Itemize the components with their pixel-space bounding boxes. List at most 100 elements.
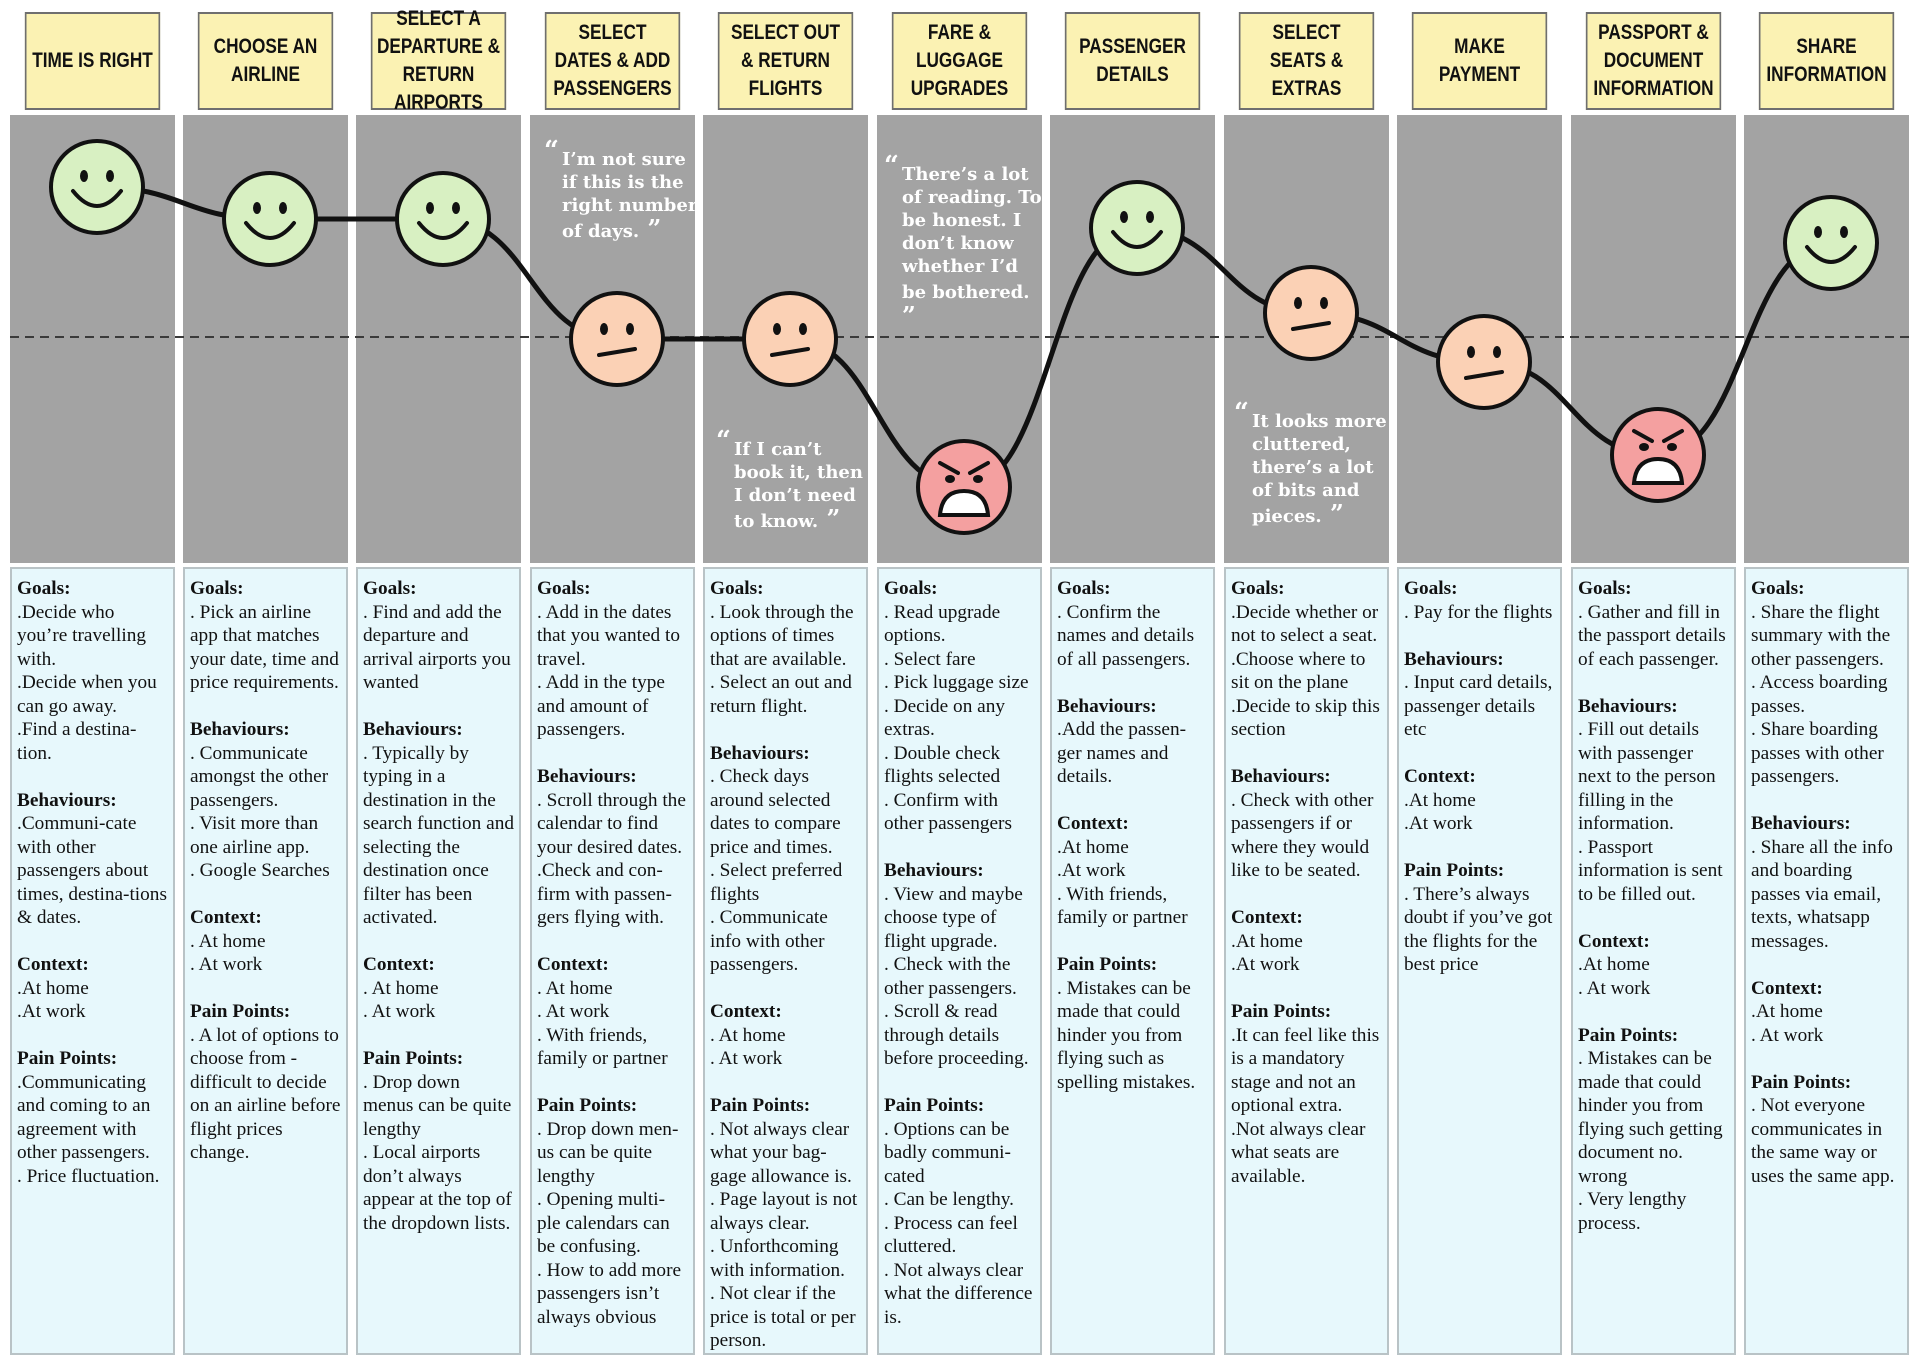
- bullet-item: .At work: [1404, 813, 1473, 834]
- pain-section: Pain Points:. Not always clear what your…: [710, 1094, 861, 1353]
- happy-face-icon: [1783, 195, 1879, 291]
- close-quote-icon: ”: [818, 504, 841, 533]
- bullet-item: . Decide on any extras.: [884, 695, 1005, 741]
- bullet-item: . Price fluctuation.: [17, 1165, 160, 1187]
- stage-card: Goals:. Confirm the names and details of…: [1050, 567, 1215, 1355]
- open-quote-icon: “: [544, 136, 559, 166]
- bullet-item: .At home: [1057, 836, 1129, 858]
- neutral-face-icon: [742, 291, 838, 387]
- bullet-item: .Choose where to sit on the plane: [1231, 648, 1366, 694]
- section-title: Goals:: [17, 578, 71, 599]
- section-title: Behaviours:: [363, 719, 463, 740]
- section-title: Goals:: [1578, 578, 1632, 599]
- bullet-item: . Select preferred flights: [710, 860, 843, 905]
- bullet-item: . Double check flights selected: [884, 742, 1001, 788]
- bullet-item: . Select fare: [884, 648, 976, 670]
- happy-face-icon: [49, 139, 145, 235]
- bullet-item: . Passport information is sent to be fil…: [1578, 836, 1723, 905]
- stage-title: SELECT DATES & ADD PASSENGERS: [553, 21, 672, 100]
- stage-header: TIME IS RIGHT: [24, 12, 161, 110]
- goals-section: Goals:. Find and add the departure and a…: [363, 577, 514, 695]
- section-title: Behaviours:: [1578, 695, 1678, 717]
- pain-section: Pain Points:. A lot of options to choose…: [190, 1000, 341, 1165]
- section-title: Pain Points:: [1057, 954, 1158, 975]
- goals-section: Goals:. Pick an airline app that matches…: [190, 577, 341, 695]
- bullet-item: .Check and con-firm with passen-gers fly…: [537, 860, 672, 928]
- user-quote: I’m not sure if this is the right number…: [562, 149, 698, 243]
- bullet-item: .Decide who you’re travelling with.: [17, 601, 147, 670]
- bullet-item: . At work: [1751, 1024, 1824, 1046]
- section-title: Goals:: [190, 578, 244, 599]
- bullet-item: . At home: [537, 977, 613, 999]
- neutral-face-icon: [1436, 314, 1532, 410]
- pain-section: Pain Points:. Drop down men-us can be qu…: [537, 1094, 688, 1329]
- section-title: Goals:: [884, 578, 938, 599]
- bullet-item: . Very lengthy process.: [1578, 1189, 1687, 1234]
- goals-section: Goals:.Decide who you’re travelling with…: [17, 577, 168, 765]
- close-quote-icon: ”: [1321, 499, 1344, 528]
- section-title: Pain Points:: [17, 1048, 118, 1069]
- stage-card: Goals:. Add in the dates that you wanted…: [530, 567, 695, 1355]
- user-quote: If I can’t book it, then I don’t need to…: [734, 439, 863, 533]
- stage-header: PASSENGER DETAILS: [1064, 12, 1201, 110]
- bullet-item: . There’s always doubt if you’ve got the…: [1404, 883, 1553, 976]
- bullet-item: . How to add more passengers isn’t alway…: [537, 1259, 682, 1328]
- bullet-item: . At home: [190, 930, 266, 952]
- bullet-item: . Options can be badly communi-cated: [884, 1118, 1011, 1187]
- angry-face-icon: [1610, 407, 1706, 503]
- stage-card: Goals:.Decide who you’re travelling with…: [10, 567, 175, 1355]
- goals-section: Goals:. Gather and fill in the passport …: [1578, 577, 1729, 671]
- bullet-item: . Not everyone communicates in the same …: [1751, 1095, 1895, 1187]
- bullet-item: . At work: [537, 1001, 610, 1022]
- bullet-item: . Pick an airline app that matches your …: [190, 601, 339, 694]
- bullet-item: . Process can feel cluttered.: [884, 1212, 1018, 1258]
- pain-section: Pain Points:. Mistakes can be made that …: [1057, 953, 1208, 1094]
- stage-card: Goals:. Find and add the departure and a…: [356, 567, 521, 1355]
- bullet-item: . Input card details, passenger details …: [1404, 672, 1553, 740]
- happy-face-icon: [395, 171, 491, 267]
- context-section: Context:. At home. At work: [363, 953, 514, 1024]
- bullet-item: .At work: [1057, 860, 1126, 881]
- section-title: Pain Points:: [1578, 1024, 1679, 1046]
- bullet-item: . Page layout is not always clear.: [710, 1189, 858, 1234]
- behaviours-section: Behaviours:.Communi-cate with other pass…: [17, 789, 168, 930]
- pain-section: Pain Points:. There’s always doubt if yo…: [1404, 859, 1555, 977]
- section-title: Goals:: [1231, 578, 1285, 599]
- bullet-item: . Typically by typing in a destination i…: [363, 742, 514, 929]
- bullet-item: . Gather and fill in the passport detail…: [1578, 601, 1726, 670]
- behaviours-section: Behaviours:. Check with other passengers…: [1231, 765, 1382, 883]
- bullet-item: . Pick luggage size: [884, 672, 1029, 693]
- stage-header: FARE & LUGGAGE UPGRADES: [891, 12, 1028, 110]
- open-quote-icon: “: [716, 426, 731, 456]
- stage-title: MAKE PAYMENT: [1438, 35, 1521, 86]
- bullet-item: . At home: [710, 1024, 786, 1046]
- behaviours-section: Behaviours:.Add the passen-ger names and…: [1057, 695, 1208, 789]
- section-title: Goals:: [363, 578, 417, 599]
- behaviours-section: Behaviours:. Scroll through the calendar…: [537, 765, 688, 930]
- bullet-item: . Check with the other passengers.: [884, 954, 1017, 999]
- bullet-item: . Scroll & read through details before p…: [884, 1001, 1029, 1069]
- user-quote: It looks more cluttered, there’s a lot o…: [1252, 411, 1387, 528]
- behaviours-section: Behaviours:. Share all the info and boar…: [1751, 812, 1902, 953]
- section-title: Behaviours:: [537, 766, 637, 787]
- stage-header: SELECT OUT & RETURN FLIGHTS: [717, 12, 854, 110]
- section-title: Context:: [1578, 930, 1650, 952]
- section-title: Context:: [1057, 813, 1129, 834]
- section-title: Goals:: [1404, 578, 1458, 599]
- section-title: Goals:: [1751, 578, 1805, 599]
- stage-title: FARE & LUGGAGE UPGRADES: [910, 21, 1009, 100]
- behaviours-section: Behaviours:. Typically by typing in a de…: [363, 718, 514, 930]
- goals-section: Goals:. Add in the dates that you wanted…: [537, 577, 688, 742]
- context-section: Context:.At home.At work: [1231, 906, 1382, 977]
- section-title: Behaviours:: [190, 719, 290, 740]
- bullet-item: . Opening multi-ple calendars can be con…: [537, 1189, 670, 1257]
- stage-header: PASSPORT & DOCUMENT INFORMATION: [1585, 12, 1722, 110]
- angry-face-icon: [916, 439, 1012, 535]
- stage-header: SELECT DATES & ADD PASSENGERS: [544, 12, 681, 110]
- stage-title: SHARE INFORMATION: [1766, 35, 1887, 86]
- bullet-item: . Google Searches: [190, 860, 330, 881]
- bullet-item: . Read upgrade options.: [884, 601, 1001, 647]
- goals-section: Goals:. Read upgrade options.. Select fa…: [884, 577, 1035, 836]
- neutral-face-icon: [1263, 265, 1359, 361]
- section-title: Behaviours:: [17, 789, 117, 811]
